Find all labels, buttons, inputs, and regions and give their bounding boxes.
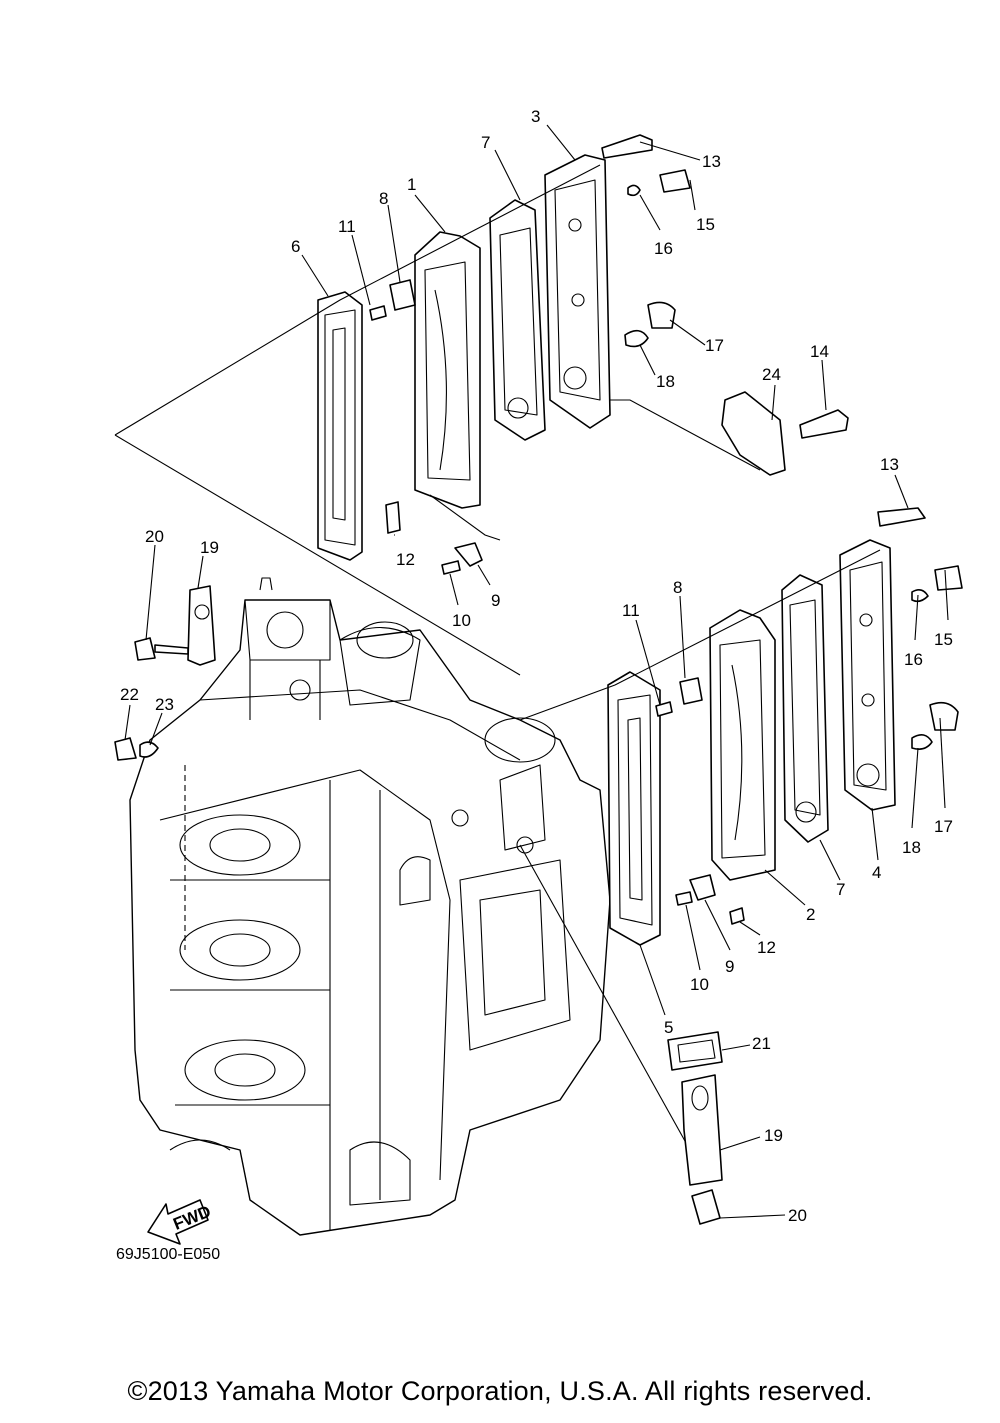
lower-exhaust-guide-2 — [709, 609, 776, 881]
callout-12-lower: 12 — [757, 938, 776, 957]
fwd-arrow-icon: FWD — [147, 1199, 214, 1245]
callout-16: 16 — [654, 239, 673, 258]
callout-11: 11 — [338, 217, 356, 236]
copyright-notice: ©2013 Yamaha Motor Corporation, U.S.A. A… — [127, 1376, 873, 1406]
callout-leaders — [124, 124, 949, 1219]
callout-18-lower: 18 — [902, 838, 921, 857]
callout-21: 21 — [752, 1034, 771, 1053]
upper-exhaust-guide-1 — [414, 231, 481, 509]
callout-3: 3 — [531, 107, 540, 126]
callout-13-lower: 13 — [880, 455, 899, 474]
callout-4: 4 — [872, 863, 881, 882]
callout-17-lower: 17 — [934, 817, 953, 836]
callout-7: 7 — [481, 133, 490, 152]
misc-parts — [114, 585, 723, 1225]
callout-14: 14 — [810, 342, 829, 361]
callout-8: 8 — [379, 189, 388, 208]
callout-20: 20 — [145, 527, 164, 546]
upper-gasket-6 — [317, 291, 363, 561]
callout-18: 18 — [656, 372, 675, 391]
callout-10-lower: 10 — [690, 975, 709, 994]
callout-24: 24 — [762, 365, 781, 384]
upper-small-parts — [369, 134, 849, 575]
callout-12: 12 — [396, 550, 415, 569]
callout-1: 1 — [407, 175, 416, 194]
callout-2: 2 — [806, 905, 815, 924]
callout-8-lower: 8 — [673, 578, 682, 597]
callout-23: 23 — [155, 695, 174, 714]
lower-small-parts — [655, 507, 963, 925]
diagram-code: 69J5100-E050 — [116, 1246, 221, 1263]
callout-15: 15 — [696, 215, 715, 234]
callout-6: 6 — [291, 237, 300, 256]
lower-gasket-5 — [607, 671, 661, 946]
callout-11-lower: 11 — [622, 601, 640, 620]
callout-19: 19 — [200, 538, 219, 557]
callout-20-lower: 20 — [788, 1206, 807, 1225]
callout-9-lower: 9 — [725, 957, 734, 976]
lower-gasket-7 — [781, 574, 829, 843]
cylinder-block — [129, 577, 611, 1236]
callout-19-lower: 19 — [764, 1126, 783, 1145]
callout-13: 13 — [702, 152, 721, 171]
lower-exhaust-cover-4 — [839, 539, 896, 811]
callout-numbers: 3 13 7 15 1 16 8 11 6 17 18 14 24 13 12 … — [120, 107, 953, 1225]
upper-gasket-7 — [489, 199, 546, 441]
upper-exhaust-cover-3 — [544, 154, 611, 429]
callout-9: 9 — [491, 591, 500, 610]
callout-5: 5 — [664, 1018, 673, 1037]
callout-17: 17 — [705, 336, 724, 355]
callout-7-lower: 7 — [836, 880, 845, 899]
callout-10: 10 — [452, 611, 471, 630]
callout-15-lower: 15 — [934, 630, 953, 649]
callout-16-lower: 16 — [904, 650, 923, 669]
fwd-label: FWD — [171, 1202, 214, 1234]
callout-22: 22 — [120, 685, 139, 704]
